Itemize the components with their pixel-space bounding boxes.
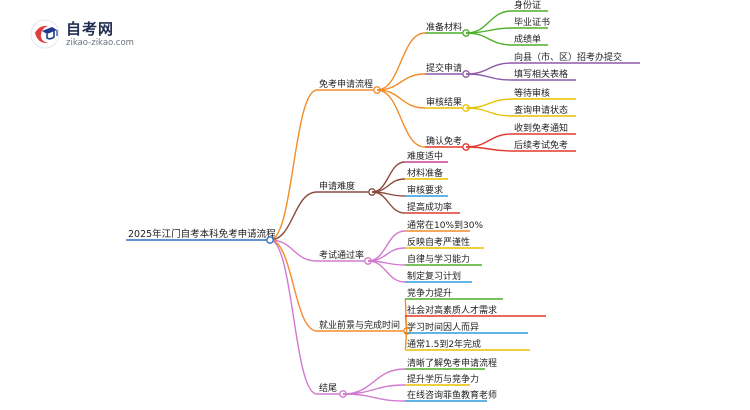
leaf-connector — [371, 161, 406, 193]
leaf-label: 毕业证书 — [514, 16, 550, 28]
leaf-label: 清晰了解免考申请流程 — [407, 357, 497, 369]
leaf-label: 自律与学习能力 — [407, 253, 470, 265]
leaf-label: 后续考试免考 — [514, 139, 568, 151]
branch-label: 就业前景与完成时间 — [319, 319, 400, 331]
sub-branch-connector — [376, 89, 426, 109]
leaf-connector — [465, 10, 513, 34]
leaf-label: 成绩单 — [514, 33, 541, 45]
leaf-label: 制定复习计划 — [407, 270, 461, 282]
leaf-connector — [465, 107, 513, 117]
leaf-connector — [465, 146, 513, 152]
branch-connector — [269, 89, 318, 241]
leaf-label: 查询申请状态 — [514, 104, 568, 116]
leaf-connector — [465, 62, 513, 75]
branch-connector — [269, 191, 318, 241]
leaf-label: 填写相关表格 — [514, 68, 568, 80]
sub-branch-connector — [376, 89, 426, 148]
leaf-connector — [465, 133, 513, 148]
leaf-connector — [342, 368, 406, 395]
branch-connector — [269, 239, 318, 332]
sub-branch-label: 准备材料 — [426, 21, 462, 33]
root-label: 2025年江门自考本科免考申请流程 — [128, 228, 276, 240]
leaf-label: 向县（市、区）招考办提交 — [514, 51, 622, 63]
leaf-label: 材料准备 — [407, 167, 443, 179]
sub-branch-label: 确认免考 — [426, 135, 462, 147]
leaf-connector — [371, 191, 406, 214]
leaf-connector — [465, 32, 513, 46]
brand-domain: zikao-zikao.com — [66, 38, 134, 48]
leaf-connector — [465, 73, 513, 81]
leaf-connector — [367, 247, 406, 262]
root-node — [266, 236, 274, 244]
leaf-label: 竞争力提升 — [407, 287, 452, 299]
branch-connector — [269, 239, 318, 262]
sub-branch-connector — [376, 73, 426, 91]
sub-branch-label: 审核结果 — [426, 96, 462, 108]
leaf-label: 社会对高素质人才需求 — [407, 304, 497, 316]
brand-name: 自考网 — [66, 20, 115, 38]
branch-label: 免考申请流程 — [319, 78, 373, 90]
leaf-connector — [465, 27, 513, 34]
leaf-connector — [371, 178, 406, 193]
leaf-label: 提高成功率 — [407, 201, 452, 213]
leaf-label: 通常在10%到30% — [407, 219, 483, 231]
leaf-connector — [367, 260, 406, 283]
leaf-label: 等待审核 — [514, 87, 550, 99]
leaf-connector — [342, 393, 406, 402]
branch-label: 考试通过率 — [319, 249, 364, 261]
leaf-connector — [465, 98, 513, 109]
branch-connector — [269, 239, 318, 395]
sub-branch-connector — [376, 32, 426, 91]
sub-branch-label: 提交申请 — [426, 62, 462, 74]
leaf-label: 身份证 — [514, 0, 541, 11]
leaf-label: 反映自考严谨性 — [407, 236, 470, 248]
leaf-label: 学习时间因人而异 — [407, 321, 479, 333]
leaf-connector — [367, 230, 406, 262]
leaf-label: 提升学历与竞争力 — [407, 373, 479, 385]
brand-logo[interactable]: 自考网 zikao-zikao.com — [30, 16, 180, 52]
leaf-label: 审核要求 — [407, 184, 443, 196]
leaf-label: 通常1.5到2年完成 — [407, 338, 481, 350]
graduation-cap-icon — [30, 19, 60, 49]
leaf-label: 难度适中 — [407, 150, 443, 162]
branch-label: 申请难度 — [319, 180, 355, 192]
branch-label: 结尾 — [319, 382, 337, 394]
leaf-label: 收到免考通知 — [514, 122, 568, 134]
leaf-label: 在线咨询菲鱼教育老师 — [407, 389, 497, 401]
